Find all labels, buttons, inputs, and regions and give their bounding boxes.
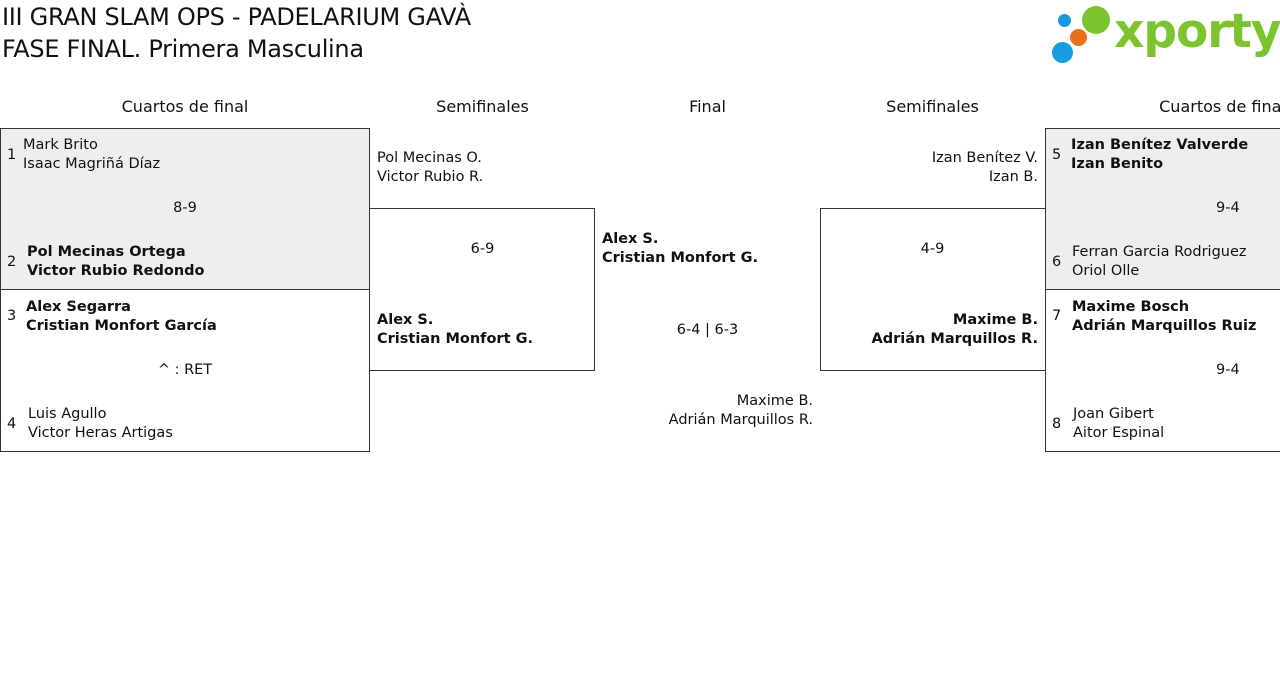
final-score: 6-4 | 6-3 — [676, 322, 739, 338]
winner-player-name: Cristian Monfort G. — [377, 331, 533, 347]
player-name: Izan B. — [988, 169, 1038, 185]
winner-player-name: Alex S. — [377, 312, 434, 328]
seed-number: 8 — [1052, 416, 1062, 432]
logo-dot-green — [1082, 6, 1110, 34]
quarter-final-match-1 — [0, 128, 370, 290]
seed-number: 5 — [1052, 147, 1062, 163]
logo-dot-orange — [1070, 29, 1087, 46]
player-name: Aitor Espinal — [1073, 425, 1165, 441]
match-score: 9-4 — [1216, 200, 1240, 216]
seed-number: 7 — [1052, 308, 1062, 324]
match-score: 4-9 — [920, 241, 945, 257]
column-header-cuartos-right: Cuartos de final — [1159, 97, 1280, 116]
logo-dot-blue-large — [1052, 42, 1073, 63]
winner-player-name: Maxime B. — [952, 312, 1038, 328]
quarter-final-match-3 — [1045, 128, 1280, 290]
winner-player-name: Maxime Bosch — [1072, 299, 1190, 315]
winner-player-name: Adrián Marquillos R. — [871, 331, 1038, 347]
player-name: Adrián Marquillos R. — [668, 412, 813, 428]
match-score: 8-9 — [173, 200, 197, 216]
seed-number: 2 — [7, 254, 17, 270]
logo-text: xporty — [1114, 4, 1280, 59]
champion-player-name: Cristian Monfort G. — [602, 250, 758, 266]
page-subtitle: FASE FINAL. Primera Masculina — [2, 35, 364, 63]
winner-player-name: Alex Segarra — [26, 299, 131, 315]
column-header-final: Final — [689, 97, 726, 116]
column-header-cuartos-left: Cuartos de final — [121, 97, 249, 116]
xporty-logo[interactable]: xporty — [1050, 4, 1280, 68]
player-name: Joan Gibert — [1073, 406, 1154, 422]
seed-number: 1 — [7, 147, 17, 163]
page-title: III GRAN SLAM OPS - PADELARIUM GAVÀ — [2, 3, 471, 31]
player-name: Izan Benítez V. — [931, 150, 1038, 166]
winner-player-name: Cristian Monfort García — [26, 318, 217, 334]
player-name: Luis Agullo — [28, 406, 107, 422]
player-name: Pol Mecinas O. — [377, 150, 482, 166]
column-header-semis-left: Semifinales — [436, 97, 529, 116]
match-score: 9-4 — [1216, 362, 1240, 378]
semi-final-match-left — [369, 208, 595, 371]
winner-player-name: Pol Mecinas Ortega — [27, 244, 186, 260]
seed-number: 4 — [7, 416, 17, 432]
match-score: ^ : RET — [157, 362, 213, 378]
quarter-final-match-4 — [1045, 289, 1280, 452]
match-score: 6-9 — [470, 241, 495, 257]
player-name: Oriol Olle — [1072, 263, 1140, 279]
player-name: Victor Heras Artigas — [28, 425, 173, 441]
player-name: Mark Brito — [23, 137, 98, 153]
player-name: Victor Rubio R. — [377, 169, 484, 185]
seed-number: 6 — [1052, 254, 1062, 270]
player-name: Isaac Magriñá Díaz — [23, 156, 161, 172]
player-name: Ferran Garcia Rodriguez — [1072, 244, 1247, 260]
winner-player-name: Victor Rubio Redondo — [27, 263, 205, 279]
winner-player-name: Izan Benito — [1071, 156, 1164, 172]
winner-player-name: Adrián Marquillos Ruiz — [1072, 318, 1257, 334]
champion-player-name: Alex S. — [602, 231, 659, 247]
seed-number: 3 — [7, 308, 17, 324]
winner-player-name: Izan Benítez Valverde — [1071, 137, 1249, 153]
column-header-semis-right: Semifinales — [886, 97, 979, 116]
logo-dot-blue — [1058, 14, 1071, 27]
player-name: Maxime B. — [736, 393, 813, 409]
